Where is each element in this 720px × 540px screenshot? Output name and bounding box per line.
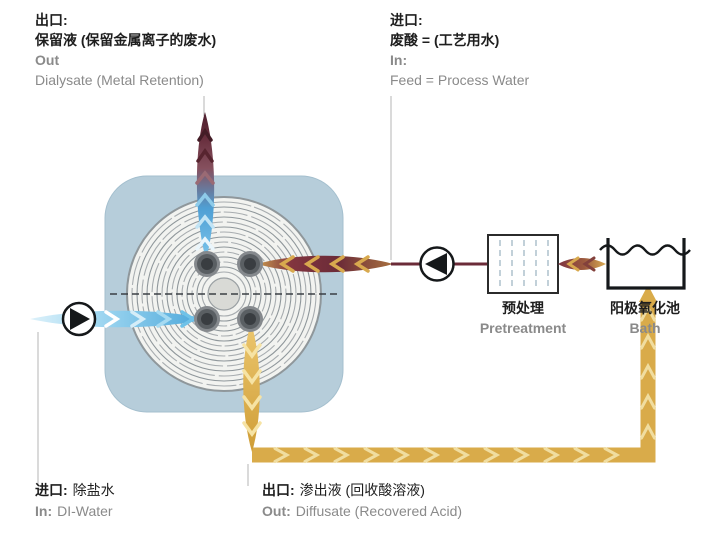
label-feed-in: 进口: 废酸 = (工艺用水) In: Feed = Process Water — [390, 10, 529, 90]
label-di-water-in: 进口:除盐水 In:DI-Water — [35, 480, 115, 522]
label-en-line: Pretreatment — [479, 320, 567, 336]
label-dialysate-out: 出口: 保留液 (保留金属离子的废水) Out Dialysate (Metal… — [35, 10, 216, 90]
membrane-module — [104, 175, 344, 413]
label-en-line: Bath — [629, 320, 661, 336]
label-zh-line: 废酸 = (工艺用水) — [390, 32, 500, 48]
diffusate-return-band — [252, 285, 657, 463]
label-zh-line: 出口:渗出液 (回收酸溶液) — [262, 482, 425, 498]
label-en-line: Out — [35, 52, 60, 68]
label-en-line: Feed = Process Water — [390, 72, 530, 88]
label-diffusate-out: 出口:渗出液 (回收酸溶液) Out:Diffusate (Recovered … — [262, 480, 462, 522]
module-ports — [194, 251, 263, 332]
label-zh-line: 进口: — [390, 12, 423, 28]
dialysate-out-flow-arrow — [195, 112, 215, 260]
port — [194, 306, 220, 332]
port — [237, 306, 263, 332]
port — [194, 251, 220, 277]
label-en-line: In: — [390, 52, 408, 68]
label-pretreatment: 预处理 Pretreatment — [467, 298, 579, 338]
bath-icon — [599, 238, 691, 290]
feed-flow-arrow — [257, 255, 488, 273]
diffusate-out-flow-arrow — [242, 322, 262, 452]
label-zh-line: 进口:除盐水 — [35, 482, 115, 498]
water-wave-icon — [599, 244, 691, 256]
label-zh-line: 保留液 (保留金属离子的废水) — [35, 32, 217, 48]
label-zh-line: 预处理 — [502, 300, 544, 316]
feed-pump-icon — [419, 246, 455, 282]
label-en-line: Dialysate (Metal Retention) — [35, 72, 204, 88]
di-water-pump-icon — [61, 301, 97, 337]
pretreatment-filter-icon — [487, 234, 559, 294]
label-bath: 阳极氧化池 Bath — [595, 298, 695, 338]
label-en-line: Out:Diffusate (Recovered Acid) — [262, 503, 463, 519]
label-en-line: In:DI-Water — [35, 503, 113, 519]
connector-lines — [37, 96, 392, 486]
return-band-chevrons — [273, 304, 656, 463]
label-zh-line: 出口: — [35, 12, 68, 28]
feed-flow-arrow-from-bath — [558, 256, 606, 272]
label-zh-line: 阳极氧化池 — [610, 300, 680, 316]
port — [237, 251, 263, 277]
